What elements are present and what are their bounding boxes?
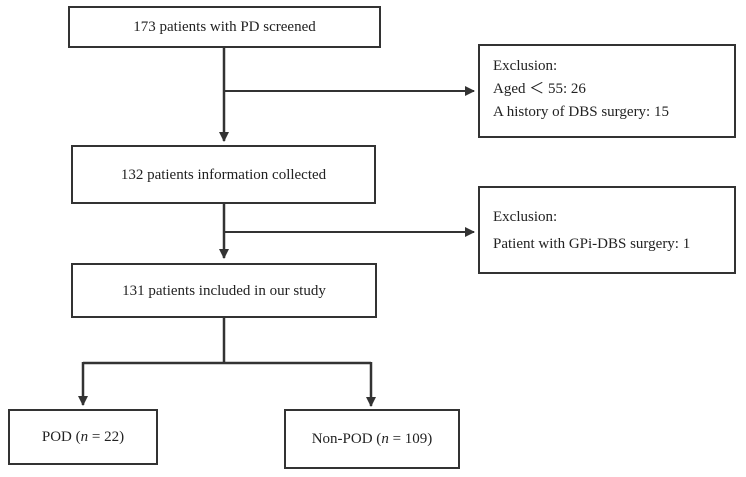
box-non-pod: Non-POD (n = 109): [284, 409, 460, 469]
pod-suffix: = 22): [88, 429, 125, 445]
box-exclusion-2: Exclusion: Patient with GPi-DBS surgery:…: [478, 186, 736, 274]
non-pod-label: Non-POD (n = 109): [312, 430, 433, 448]
exclusion-1-heading: Exclusion:: [493, 58, 558, 74]
box-included: 131 patients included in our study: [71, 263, 377, 318]
pod-n-symbol: n: [80, 429, 89, 445]
exclusion-1-line-age: Aged ＜ 55: 26: [493, 81, 586, 97]
exclusion-1-line-dbs: A history of DBS surgery: 15: [493, 104, 669, 120]
non-pod-n-symbol: n: [381, 431, 389, 447]
box-screened: 173 patients with PD screened: [68, 6, 381, 48]
included-label: 131 patients included in our study: [122, 282, 326, 299]
screened-label: 173 patients with PD screened: [133, 19, 316, 35]
non-pod-prefix: Non-POD (: [311, 431, 382, 447]
box-exclusion-1: Exclusion: Aged ＜ 55: 26 A history of DB…: [478, 44, 736, 138]
pod-prefix: POD (: [41, 429, 81, 445]
pod-label: POD (n = 22): [42, 428, 124, 446]
exclusion-2-heading: Exclusion:: [493, 209, 558, 225]
non-pod-suffix: = 109): [388, 431, 433, 447]
exclusion-2-line-gpi: Patient with GPi-DBS surgery: 1: [493, 236, 691, 252]
box-collected: 132 patients information collected: [71, 145, 376, 204]
collected-label: 132 patients information collected: [120, 166, 327, 183]
box-pod: POD (n = 22): [8, 409, 158, 465]
